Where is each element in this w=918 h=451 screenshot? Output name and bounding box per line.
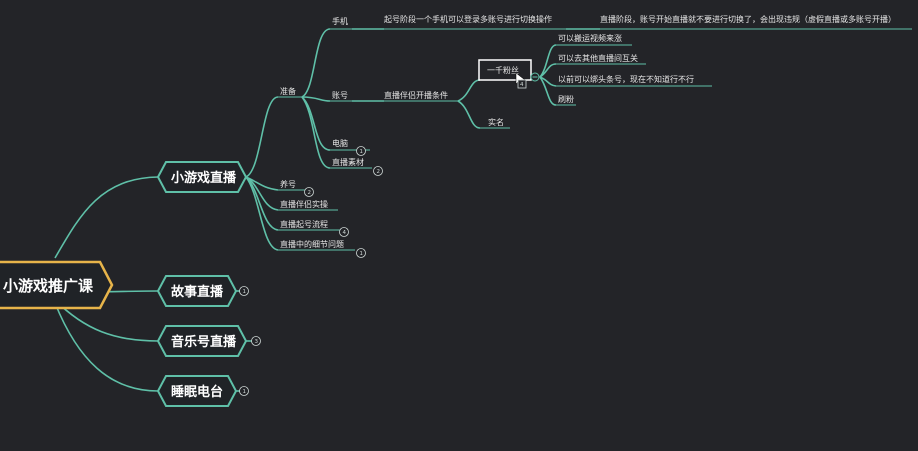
- badge-story[interactable]: 1: [239, 286, 249, 296]
- node-fans-buy[interactable]: 刷粉: [558, 94, 574, 104]
- link-live-practice: [245, 176, 279, 211]
- node-thousand-fans-label: 一千粉丝: [487, 65, 519, 75]
- link-condition-realname: [457, 100, 481, 129]
- branch-music[interactable]: 音乐号直播: [156, 325, 248, 357]
- branch-music-box: [156, 325, 248, 357]
- badge-sleep[interactable]: 1: [239, 386, 249, 396]
- node-phone[interactable]: 手机: [332, 16, 348, 26]
- badge-raise-account[interactable]: 2: [304, 187, 314, 197]
- badge-live-details[interactable]: 1: [356, 248, 366, 258]
- badge-music[interactable]: 3: [251, 336, 261, 346]
- branch-live[interactable]: 小游戏直播: [156, 161, 248, 193]
- node-prep[interactable]: 准备: [280, 86, 296, 96]
- node-start-conditions[interactable]: 直播伴侣开播条件: [384, 90, 448, 100]
- underlines: [278, 28, 912, 251]
- svg-text:1: 1: [360, 149, 364, 155]
- node-phone-note-live[interactable]: 直播阶段，账号开始直播就不要进行切换了，会出现违规（虚假直播或多账号开播）: [600, 14, 896, 24]
- link-live-prep: [245, 96, 279, 178]
- branch-sleep-box: [156, 375, 238, 407]
- branch-music-label: 音乐号直播: [171, 334, 237, 350]
- node-phone-note-start[interactable]: 起号阶段一个手机可以登录多账号进行切换操作: [384, 14, 552, 24]
- node-launch-flow[interactable]: 直播起号流程: [280, 219, 328, 229]
- link-fans-4: [539, 76, 557, 106]
- link-prep-phone: [301, 28, 331, 98]
- root-label: 小游戏推广课: [3, 277, 94, 295]
- node-pc[interactable]: 电脑: [332, 138, 348, 148]
- branch-sleep-label: 睡眠电台: [171, 384, 223, 400]
- link-live-detail: [245, 176, 279, 251]
- svg-text:4: 4: [343, 230, 347, 236]
- link-root-live: [54, 176, 159, 259]
- node-raise-account[interactable]: 养号: [280, 179, 296, 189]
- node-thousand-fans[interactable]: 一千粉丝 4: [478, 59, 540, 89]
- branch-live-box: [156, 161, 248, 193]
- link-fans-1: [539, 44, 557, 78]
- node-companion-practice[interactable]: 直播伴侣实操: [280, 199, 328, 209]
- link-fans-2: [539, 63, 557, 78]
- svg-text:1: 1: [243, 289, 247, 295]
- svg-text:3: 3: [255, 339, 259, 345]
- link-prep-material: [301, 96, 331, 169]
- node-account[interactable]: 账号: [332, 91, 348, 100]
- svg-text:2: 2: [308, 190, 312, 196]
- badge-pc[interactable]: 1: [356, 146, 366, 156]
- link-prep-account: [301, 96, 331, 102]
- branch-live-label: 小游戏直播: [171, 170, 237, 186]
- branch-story-box: [156, 275, 238, 307]
- svg-text:1: 1: [360, 251, 364, 257]
- root-node-box: [0, 260, 114, 310]
- svg-text:1: 1: [243, 389, 247, 395]
- link-root-sleep: [54, 302, 159, 392]
- link-condition-fans: [457, 79, 481, 102]
- branch-story[interactable]: 故事直播: [156, 275, 238, 307]
- node-fans-toutiao[interactable]: 以前可以绑头条号，现在不知道行不行: [558, 74, 694, 84]
- node-fans-repost-videos[interactable]: 可以搬运视频来涨: [558, 33, 622, 43]
- node-add-icon[interactable]: [517, 79, 527, 89]
- svg-text:2: 2: [377, 169, 381, 175]
- link-fans-3: [539, 76, 557, 87]
- badge-launch-flow[interactable]: 4: [339, 227, 349, 237]
- root-node[interactable]: 小游戏推广课: [0, 260, 114, 310]
- badge-materials[interactable]: 2: [373, 166, 383, 176]
- node-fans-mutual-follow[interactable]: 可以去其他直播间互关: [558, 53, 638, 63]
- node-live-details[interactable]: 直播中的细节问题: [280, 239, 344, 249]
- node-real-name[interactable]: 实名: [488, 117, 504, 127]
- node-thousand-fans-count: 4: [520, 82, 524, 88]
- node-materials[interactable]: 直播素材: [332, 157, 364, 167]
- branch-story-label: 故事直播: [171, 284, 224, 300]
- branch-sleep[interactable]: 睡眠电台: [156, 375, 238, 407]
